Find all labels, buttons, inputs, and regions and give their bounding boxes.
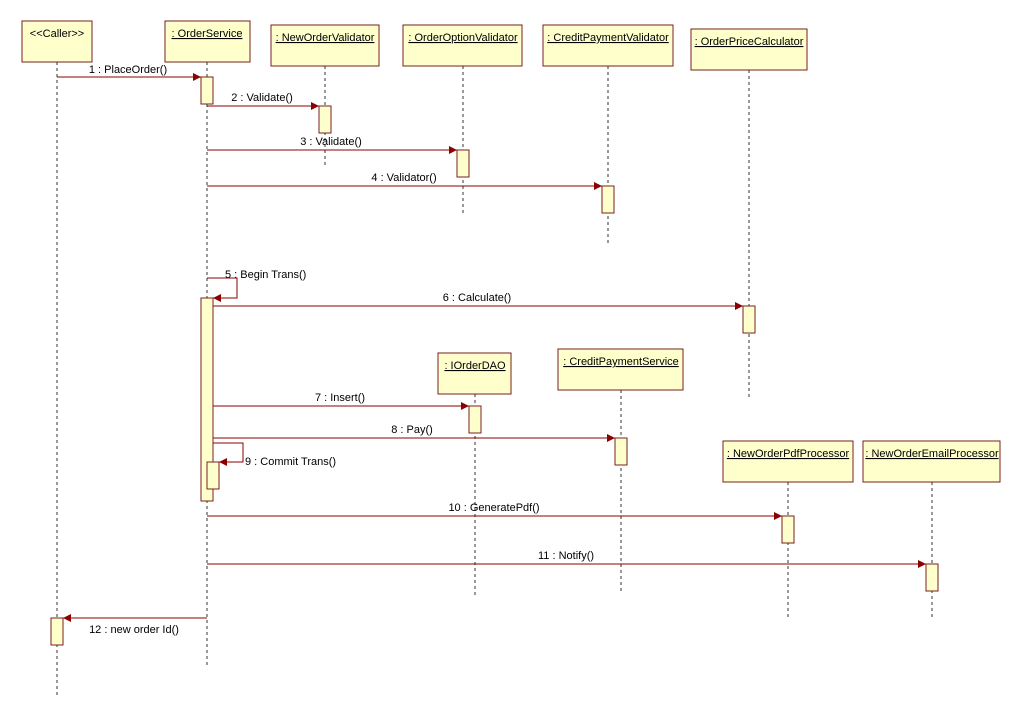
message-5-label: 5 : Begin Trans() (225, 269, 306, 281)
message-8-label: 8 : Pay() (391, 424, 433, 436)
object-creditpaymentval[interactable]: : CreditPaymentValidator (542, 24, 674, 67)
activation-orderservice-3 (206, 461, 220, 490)
object-orderoptionval-label: : OrderOptionValidator (408, 32, 518, 44)
message-10-label: 10 : GeneratePdf() (448, 502, 539, 514)
activation-orderservice-1 (200, 76, 214, 105)
activation-creditpaymentservice (614, 437, 628, 466)
message-9-arrow (213, 442, 244, 466)
activation-caller (50, 617, 64, 646)
object-neworderemail-label: : NewOrderEmailProcessor (865, 448, 999, 460)
activation-neworderemail (925, 563, 939, 592)
object-neworderpdf-label: : NewOrderPdfProcessor (727, 448, 850, 460)
message-6-label: 6 : Calculate() (443, 292, 511, 304)
object-iorderdao-label: : IOrderDAO (444, 360, 506, 372)
activation-orderoptionval (456, 149, 470, 178)
message-11-label: 11 : Notify() (538, 550, 594, 562)
object-creditpaymentservice[interactable]: : CreditPaymentService (557, 348, 684, 391)
object-neworderemail[interactable]: : NewOrderEmailProcessor (862, 440, 1001, 483)
object-orderpricecalc-label: : OrderPriceCalculator (695, 36, 804, 48)
activation-creditpaymentval (601, 185, 615, 214)
object-iorderdao[interactable]: : IOrderDAO (437, 352, 512, 395)
object-caller-label: <<Caller>> (30, 28, 84, 40)
object-orderservice-label: : OrderService (172, 28, 243, 40)
object-orderservice[interactable]: : OrderService (164, 20, 251, 63)
message-1-label: 1 : PlaceOrder() (89, 64, 167, 76)
message-9-label: 9 : Commit Trans() (245, 456, 336, 468)
object-caller[interactable]: <<Caller>> (21, 20, 93, 63)
message-7-label: 7 : Insert() (315, 392, 365, 404)
object-neworderval[interactable]: : NewOrderValidator (270, 24, 380, 67)
activation-iorderdao (468, 405, 482, 434)
activation-neworderval (318, 105, 332, 134)
message-12-label: 12 : new order Id() (89, 624, 179, 636)
message-2-label: 2 : Validate() (231, 92, 293, 104)
activation-neworderpdf (781, 515, 795, 544)
activation-orderservice-2 (200, 297, 214, 502)
object-neworderval-label: : NewOrderValidator (276, 32, 375, 44)
object-creditpaymentservice-label: : CreditPaymentService (563, 356, 679, 368)
object-creditpaymentval-label: : CreditPaymentValidator (547, 32, 669, 44)
message-3-label: 3 : Validate() (300, 136, 362, 148)
object-orderpricecalc[interactable]: : OrderPriceCalculator (690, 28, 808, 71)
message-5-arrow (207, 277, 238, 302)
object-orderoptionval[interactable]: : OrderOptionValidator (402, 24, 523, 67)
message-4-label: 4 : Validator() (371, 172, 436, 184)
object-neworderpdf[interactable]: : NewOrderPdfProcessor (722, 440, 854, 483)
activation-orderpricecalc (742, 305, 756, 334)
